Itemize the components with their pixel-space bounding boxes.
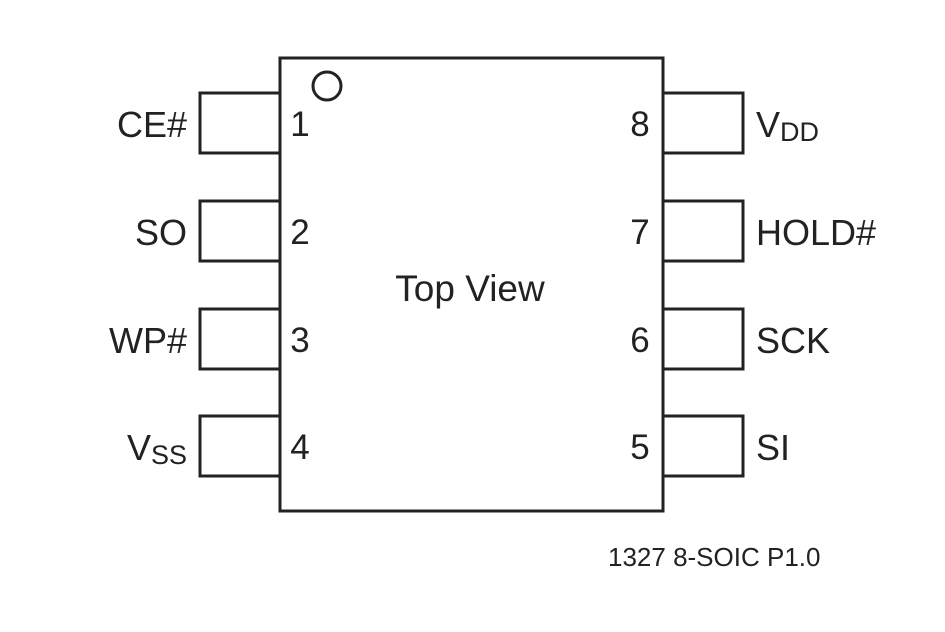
pin-number-5: 5 bbox=[630, 428, 649, 467]
pin-lead-8 bbox=[661, 91, 745, 155]
pin-number-1: 1 bbox=[290, 105, 309, 144]
chip-body bbox=[278, 56, 665, 513]
package-code: 1327 8-SOIC P1.0 bbox=[608, 542, 820, 572]
pin-name-3: WP# bbox=[109, 320, 187, 361]
pin-number-7: 7 bbox=[630, 213, 649, 252]
pin-lead-4 bbox=[198, 414, 282, 478]
pin-name-4: VSS bbox=[127, 427, 187, 470]
pin-number-2: 2 bbox=[290, 213, 309, 252]
pin-lead-6 bbox=[661, 307, 745, 371]
pin-lead-3 bbox=[198, 307, 282, 371]
pin-lead-2 bbox=[198, 199, 282, 263]
pin-name-7: HOLD# bbox=[756, 212, 876, 253]
pin-number-6: 6 bbox=[630, 321, 649, 360]
pin-number-3: 3 bbox=[290, 321, 309, 360]
pin1-marker bbox=[311, 70, 343, 102]
pin-number-4: 4 bbox=[290, 428, 309, 467]
pin-name-4-subscript: SS bbox=[151, 440, 187, 470]
pin-name-8: VDD bbox=[756, 104, 819, 147]
pin-name-2: SO bbox=[135, 212, 187, 253]
pin-name-6: SCK bbox=[756, 320, 830, 361]
center-label: Top View bbox=[395, 268, 545, 309]
pin-name-5: SI bbox=[756, 427, 790, 468]
pin-number-8: 8 bbox=[630, 105, 649, 144]
pin-lead-1 bbox=[198, 91, 282, 155]
pin-name-1: CE# bbox=[117, 104, 187, 145]
pin-lead-7 bbox=[661, 199, 745, 263]
pin-lead-5 bbox=[661, 414, 745, 478]
pin-name-8-subscript: DD bbox=[780, 117, 819, 147]
